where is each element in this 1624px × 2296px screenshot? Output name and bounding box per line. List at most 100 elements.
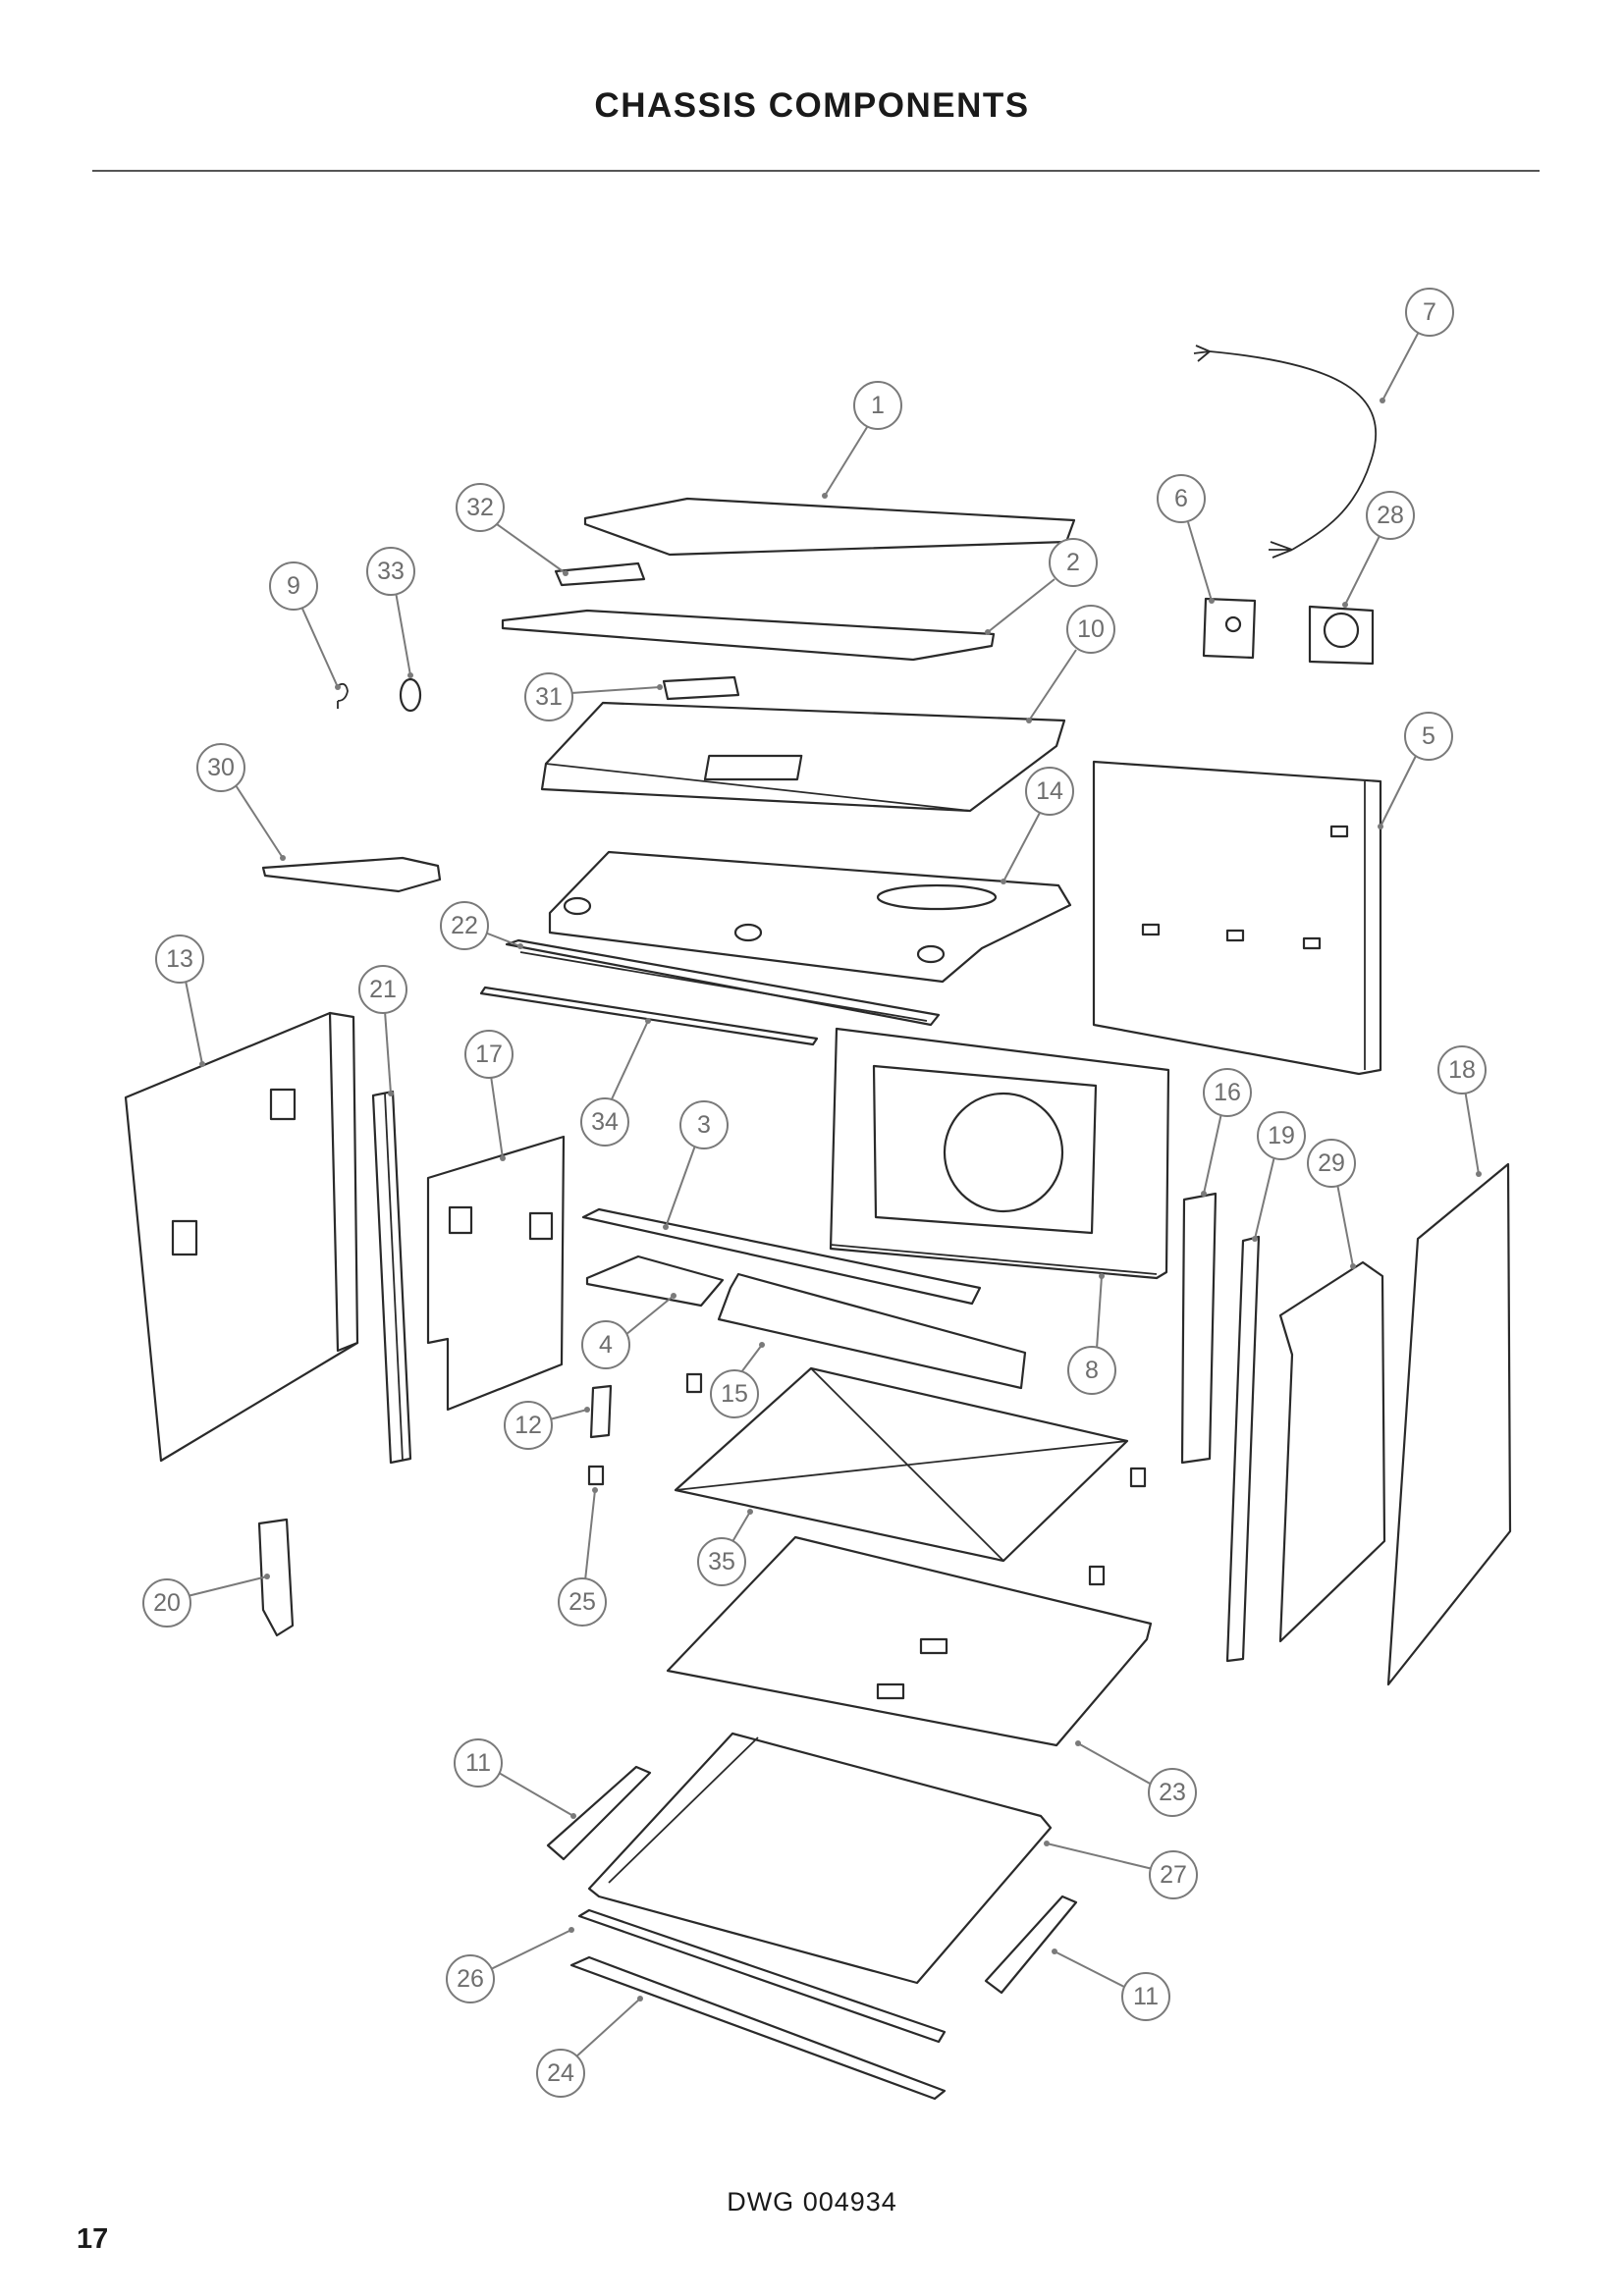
- svg-text:32: 32: [466, 494, 494, 521]
- part-grommet-bracket: [1308, 605, 1375, 666]
- callout-21: 21: [358, 965, 407, 1096]
- part-runner-right: [984, 1895, 1078, 1995]
- svg-text:8: 8: [1085, 1357, 1099, 1384]
- svg-text:26: 26: [457, 1965, 484, 1993]
- svg-text:3: 3: [697, 1111, 711, 1139]
- callout-13: 13: [155, 934, 205, 1067]
- callout-4: 4: [581, 1293, 677, 1369]
- svg-text:30: 30: [207, 754, 235, 781]
- part-cut-plate: [261, 856, 442, 893]
- callout-14: 14: [1001, 767, 1074, 884]
- callout-34: 34: [580, 1018, 651, 1147]
- part-left-side-panel: [124, 1011, 359, 1463]
- callout-18: 18: [1437, 1045, 1487, 1177]
- callout-19: 19: [1252, 1111, 1306, 1242]
- svg-text:4: 4: [599, 1331, 613, 1359]
- svg-text:2: 2: [1066, 549, 1080, 576]
- part-back-panel: [1092, 760, 1382, 1076]
- svg-text:13: 13: [166, 945, 193, 973]
- callout-11-upper: 11: [454, 1738, 576, 1819]
- part-right-side-panel: [1386, 1162, 1512, 1686]
- callout-29: 29: [1307, 1139, 1356, 1269]
- callout-5: 5: [1378, 712, 1453, 829]
- part-upper-tray: [540, 701, 1066, 813]
- part-right-channel: [1180, 1192, 1218, 1465]
- svg-text:19: 19: [1268, 1122, 1295, 1149]
- callout-20: 20: [142, 1574, 270, 1628]
- part-ring-fastener: [399, 677, 422, 713]
- title-divider: [92, 170, 1540, 172]
- svg-text:11: 11: [1133, 1983, 1159, 2010]
- part-front-strip: [577, 1908, 947, 2044]
- part-left-channel: [371, 1090, 412, 1465]
- svg-text:28: 28: [1377, 502, 1404, 529]
- callout-12: 12: [504, 1401, 590, 1450]
- callout-17: 17: [464, 1030, 514, 1161]
- callout-22: 22: [440, 901, 523, 950]
- page-number: 17: [77, 2223, 109, 2255]
- callout-31: 31: [524, 672, 663, 721]
- part-base-pan: [666, 1535, 1153, 1747]
- svg-text:12: 12: [514, 1412, 542, 1439]
- part-top-panel: [583, 497, 1076, 557]
- page-title: CHASSIS COMPONENTS: [594, 86, 1030, 125]
- part-small-pad: [589, 1384, 613, 1439]
- part-lid-panel: [501, 609, 996, 662]
- part-vent-strip: [505, 938, 941, 1027]
- svg-text:29: 29: [1318, 1149, 1345, 1177]
- callout-28: 28: [1342, 491, 1415, 608]
- svg-text:16: 16: [1214, 1079, 1241, 1106]
- svg-text:31: 31: [535, 683, 563, 711]
- callout-32: 32: [456, 483, 568, 576]
- callout-25: 25: [558, 1487, 607, 1627]
- part-rod: [479, 986, 819, 1046]
- part-glass-tray: [674, 1366, 1129, 1563]
- callout-10: 10: [1026, 605, 1115, 723]
- svg-text:23: 23: [1159, 1779, 1186, 1806]
- callout-15: 15: [710, 1342, 765, 1418]
- svg-text:15: 15: [721, 1380, 748, 1408]
- svg-text:21: 21: [369, 976, 397, 1003]
- callout-23: 23: [1075, 1740, 1197, 1817]
- part-kick-strip: [569, 1955, 947, 2101]
- callout-3: 3: [663, 1100, 729, 1230]
- svg-text:5: 5: [1422, 722, 1435, 750]
- callout-27: 27: [1044, 1841, 1198, 1899]
- part-mount-plate: [1202, 597, 1257, 660]
- part-wire-clip: [335, 682, 349, 709]
- part-duct-bracket: [662, 675, 740, 701]
- svg-text:1: 1: [871, 392, 885, 419]
- svg-text:18: 18: [1448, 1056, 1476, 1084]
- callout-33: 33: [366, 547, 415, 678]
- part-deflector: [717, 1272, 1027, 1390]
- part-heat-shield: [548, 850, 1072, 984]
- part-inner-right-panel: [1278, 1260, 1386, 1643]
- part-bottom-tray: [587, 1732, 1053, 1985]
- callout-2: 2: [985, 538, 1098, 635]
- svg-text:6: 6: [1174, 485, 1188, 512]
- callout-9: 9: [269, 561, 341, 690]
- callout-1: 1: [822, 381, 902, 499]
- part-small-bracket: [554, 561, 646, 587]
- svg-text:33: 33: [377, 558, 405, 585]
- callout-30: 30: [196, 743, 286, 861]
- callout-26: 26: [446, 1927, 574, 2003]
- svg-text:34: 34: [591, 1108, 619, 1136]
- drawing-number: DWG 004934: [727, 2187, 897, 2216]
- svg-text:27: 27: [1160, 1861, 1187, 1889]
- part-right-rail: [1225, 1235, 1261, 1663]
- part-tray: [585, 1255, 725, 1308]
- svg-text:20: 20: [153, 1589, 181, 1617]
- part-runner-left: [546, 1765, 652, 1861]
- callout-16: 16: [1201, 1068, 1252, 1197]
- svg-text:9: 9: [287, 572, 300, 600]
- callout-11-lower: 11: [1052, 1949, 1170, 2021]
- svg-text:22: 22: [451, 912, 478, 939]
- svg-text:14: 14: [1036, 777, 1063, 805]
- part-spacers: [587, 1372, 1147, 1586]
- svg-text:10: 10: [1077, 615, 1105, 643]
- svg-text:11: 11: [465, 1749, 491, 1777]
- svg-text:35: 35: [708, 1548, 735, 1575]
- callout-8: 8: [1067, 1273, 1116, 1395]
- part-inner-left-panel: [426, 1135, 566, 1412]
